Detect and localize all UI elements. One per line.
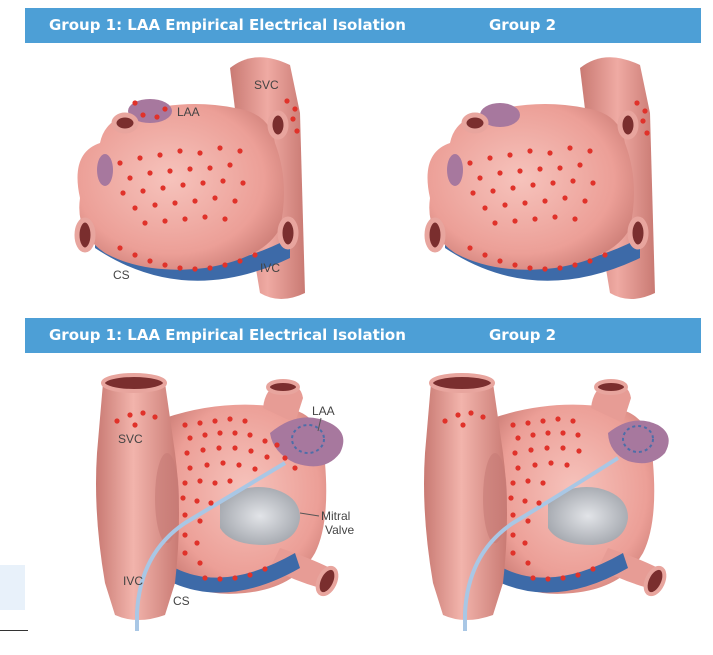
bottom-ivc-label: IVC: [123, 574, 143, 588]
bottom-left-heart: SVC LAA Mitral Valve IVC CS: [96, 375, 354, 631]
pv-opening: [596, 381, 626, 393]
bottom-cs-label: CS: [173, 594, 190, 608]
mitral-label-line1: Mitral: [321, 509, 350, 523]
left-atrium: [428, 104, 635, 270]
bottom-svc-label: SVC: [118, 432, 143, 446]
bottom-panel-illustration: SVC LAA Mitral Valve IVC CS: [25, 353, 701, 655]
pv-opening: [620, 113, 636, 137]
top-group2-title: Group 2: [489, 16, 556, 34]
top-header-bar: Group 1: LAA Empirical Electrical Isolat…: [25, 8, 701, 43]
laa-fold: [97, 154, 113, 186]
pv-opening: [464, 115, 486, 131]
pv-opening: [630, 219, 646, 247]
top-laa-label: LAA: [177, 105, 200, 119]
pv-opening: [427, 220, 443, 250]
bottom-laa-label: LAA: [312, 404, 335, 418]
top-left-heart: LAA SVC CS IVC: [77, 57, 305, 299]
left-atrium: [78, 104, 285, 270]
pv-opening: [280, 219, 296, 247]
top-svc-label: SVC: [254, 78, 279, 92]
mitral-label-line2: Valve: [325, 523, 354, 537]
pv-opening: [114, 115, 136, 131]
svc-opening: [431, 375, 493, 391]
top-cs-label: CS: [113, 268, 130, 282]
top-group1-title: Group 1: LAA Empirical Electrical Isolat…: [49, 16, 406, 34]
side-rule: [0, 630, 28, 631]
bottom-group2-title: Group 2: [489, 326, 556, 344]
bottom-header-bar: Group 1: LAA Empirical Electrical Isolat…: [25, 318, 701, 353]
top-right-heart: [427, 57, 655, 299]
svc-opening: [103, 375, 165, 391]
laa-fold: [447, 154, 463, 186]
top-panel-illustration: LAA SVC CS IVC: [25, 43, 701, 318]
bottom-group1-title: Group 1: LAA Empirical Electrical Isolat…: [49, 326, 406, 344]
pv-opening: [77, 220, 93, 250]
side-shade: [0, 565, 25, 610]
pv-opening: [268, 381, 298, 393]
top-ivc-label: IVC: [260, 261, 280, 275]
pv-opening: [270, 113, 286, 137]
bottom-right-heart: [424, 375, 669, 631]
